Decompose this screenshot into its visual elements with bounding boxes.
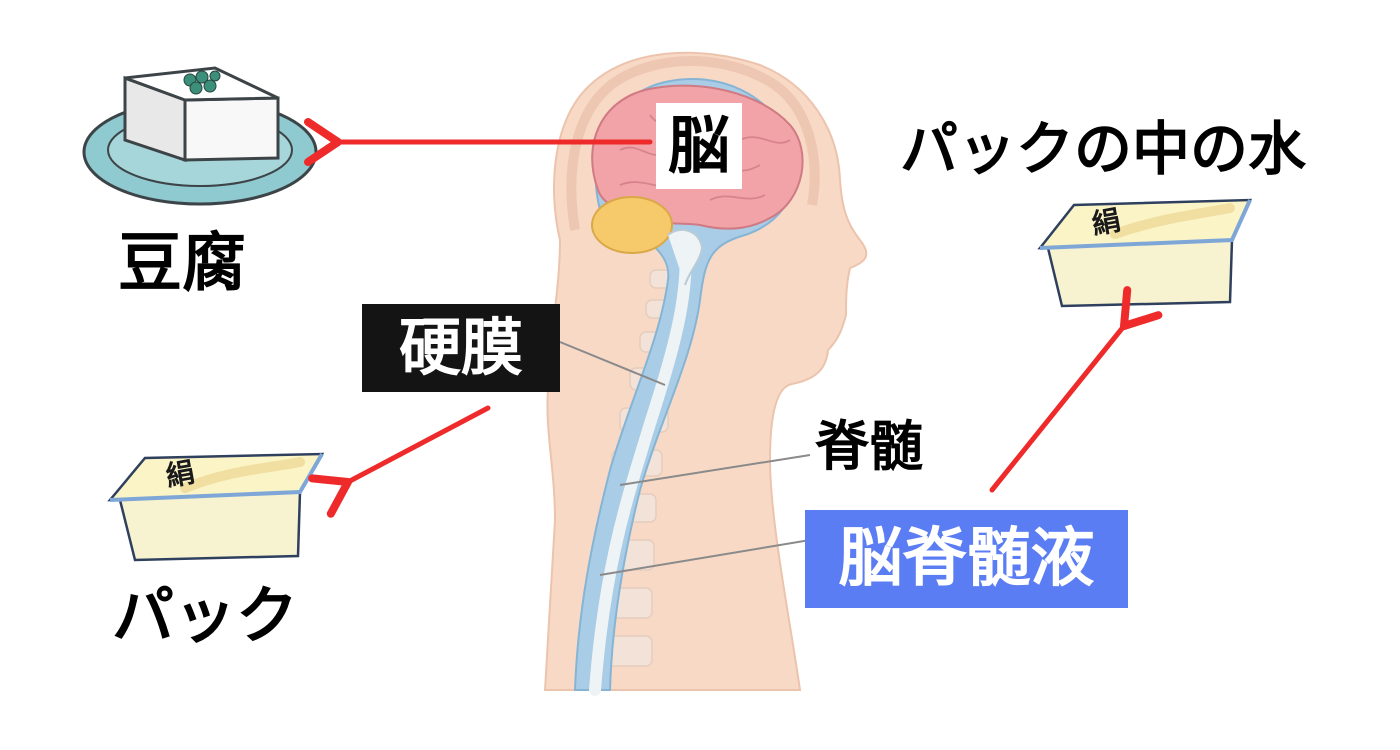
tofu-pack-left: 絹 (107, 452, 325, 562)
tofu-block-front (183, 96, 280, 162)
arrow-dura-to-pack (308, 405, 491, 518)
pack-print-text-left: 絹 (163, 456, 196, 493)
spinal-cord (589, 234, 692, 696)
skull-outline (566, 56, 820, 231)
tofu-illustration (82, 66, 318, 206)
pointer-lines (559, 341, 811, 576)
green-onion-topping (183, 70, 221, 95)
label-dura-mater: 硬膜 (362, 304, 560, 392)
cerebellum (591, 196, 673, 254)
brainstem (667, 228, 704, 286)
csf-channel (573, 78, 797, 691)
pack-print-text-right: 絹 (1089, 204, 1122, 241)
arrow-csf-to-water (989, 286, 1163, 493)
tofu-pack-right: 絹 (1037, 198, 1252, 308)
label-cerebrospinal-fluid: 脳脊髄液 (805, 510, 1128, 608)
human-head-body (543, 51, 868, 696)
label-brain: 脳 (656, 103, 742, 189)
tofu-block-top (124, 66, 279, 102)
label-pack: パック (112, 579, 299, 652)
label-spinal-cord: 脊髄 (815, 415, 923, 478)
label-tofu: 豆腐 (118, 227, 246, 301)
label-water-in-pack: パックの中の水 (900, 115, 1307, 183)
